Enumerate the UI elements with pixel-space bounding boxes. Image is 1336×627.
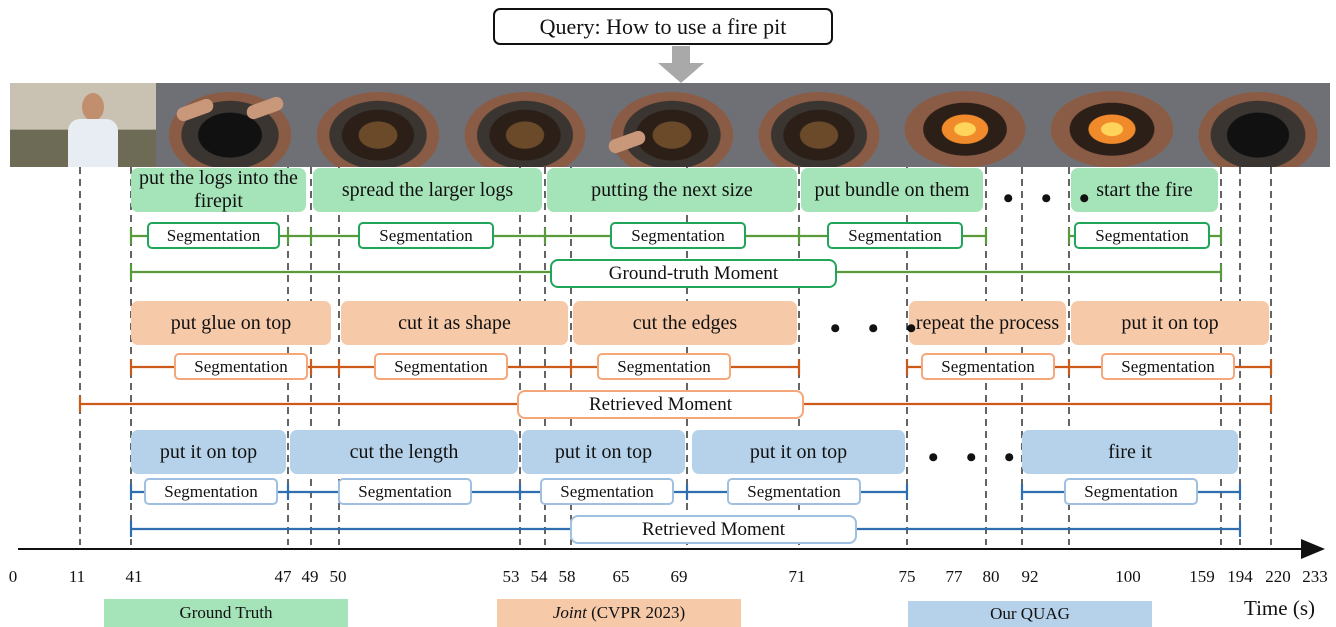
axis-tick-label: 41 bbox=[125, 567, 143, 586]
video-frame bbox=[1038, 83, 1186, 167]
axis-tick-label: 100 bbox=[1115, 567, 1141, 586]
legend-joint-venue: (CVPR 2023) bbox=[586, 603, 686, 622]
joint-step-label: put it on top bbox=[1071, 301, 1269, 345]
person-torso bbox=[68, 119, 118, 167]
gt-step-label: put the logs into the firepit bbox=[131, 167, 306, 212]
axis-tick-label: 233 bbox=[1302, 567, 1328, 586]
segmentation-box: Segmentation bbox=[610, 222, 746, 249]
quag-retrieved-moment-box: Retrieved Moment bbox=[570, 515, 857, 544]
axis-tick-label: 75 bbox=[898, 567, 916, 586]
axis-tick-label: 53 bbox=[502, 567, 520, 586]
segmentation-box: Segmentation bbox=[827, 222, 963, 249]
gt-step-label: spread the larger logs bbox=[313, 168, 542, 212]
segmentation-box: Segmentation bbox=[174, 353, 308, 380]
joint-step-label: cut the edges bbox=[573, 301, 797, 345]
video-frame bbox=[304, 83, 452, 167]
legend-ground-truth: Ground Truth bbox=[104, 599, 348, 627]
quag-step-label: put it on top bbox=[131, 430, 286, 474]
joint-step-label: cut it as shape bbox=[341, 301, 568, 345]
segmentation-box: Segmentation bbox=[1064, 478, 1198, 505]
gt-step-label: put bundle on them bbox=[801, 168, 983, 212]
axis-tick-label: 47 bbox=[274, 567, 292, 586]
axis-tick-label: 11 bbox=[68, 567, 86, 586]
segmentation-box: Segmentation bbox=[338, 478, 472, 505]
axis-tick-label: 80 bbox=[982, 567, 1000, 586]
video-frame bbox=[598, 83, 746, 167]
query-box: Query: How to use a fire pit bbox=[493, 8, 833, 45]
segmentation-box: Segmentation bbox=[358, 222, 494, 249]
person-head bbox=[82, 93, 104, 121]
axis-tick-label: 0 bbox=[8, 567, 18, 586]
quag-step-label: fire it bbox=[1022, 430, 1238, 474]
axis-tick-label: 54 bbox=[530, 567, 548, 586]
segmentation-box: Segmentation bbox=[540, 478, 674, 505]
axis-tick-label: 65 bbox=[612, 567, 630, 586]
axis-tick-label: 194 bbox=[1227, 567, 1253, 586]
axis-tick-label: 69 bbox=[670, 567, 688, 586]
segmentation-box: Segmentation bbox=[1101, 353, 1235, 380]
joint-retrieved-moment-box: Retrieved Moment bbox=[517, 390, 804, 419]
quag-step-label: cut the length bbox=[290, 430, 518, 474]
gt-step-label: putting the next size bbox=[547, 168, 797, 212]
ellipsis: • • • bbox=[830, 312, 927, 345]
ground-truth-moment-box: Ground-truth Moment bbox=[550, 259, 837, 288]
axis-tick-label: 58 bbox=[558, 567, 576, 586]
video-frame bbox=[892, 83, 1038, 167]
segmentation-box: Segmentation bbox=[144, 478, 278, 505]
video-frame bbox=[1186, 83, 1330, 167]
segmentation-box: Segmentation bbox=[597, 353, 731, 380]
video-frame bbox=[746, 83, 892, 167]
down-arrow-icon bbox=[658, 46, 704, 83]
ellipsis: • • • bbox=[1003, 182, 1100, 215]
video-frame bbox=[452, 83, 598, 167]
joint-step-label: put glue on top bbox=[131, 301, 331, 345]
axis-tick-label: 50 bbox=[329, 567, 347, 586]
axis-tick-label: 77 bbox=[945, 567, 963, 586]
segmentation-box: Segmentation bbox=[727, 478, 861, 505]
video-frame bbox=[156, 83, 304, 167]
segmentation-box: Segmentation bbox=[1074, 222, 1210, 249]
video-frame bbox=[10, 83, 156, 167]
segmentation-box: Segmentation bbox=[921, 353, 1055, 380]
legend-joint: Joint (CVPR 2023) bbox=[497, 599, 741, 627]
ellipsis: • • • bbox=[928, 441, 1025, 474]
time-axis-label: Time (s) bbox=[1244, 596, 1315, 620]
axis-tick-label: 49 bbox=[301, 567, 319, 586]
segmentation-box: Segmentation bbox=[147, 222, 280, 249]
quag-step-label: put it on top bbox=[692, 430, 905, 474]
axis-tick-label: 220 bbox=[1265, 567, 1291, 586]
legend-our-quag: Our QUAG bbox=[908, 601, 1152, 627]
legend-joint-name: Joint bbox=[552, 603, 587, 622]
axis-tick-label: 71 bbox=[788, 567, 806, 586]
gt-step-label: start the fire bbox=[1071, 168, 1218, 212]
quag-step-label: put it on top bbox=[522, 430, 685, 474]
axis-tick-label: 159 bbox=[1189, 567, 1215, 586]
joint-step-label: repeat the process bbox=[909, 301, 1066, 345]
axis-tick-label: 92 bbox=[1021, 567, 1039, 586]
segmentation-box: Segmentation bbox=[374, 353, 508, 380]
